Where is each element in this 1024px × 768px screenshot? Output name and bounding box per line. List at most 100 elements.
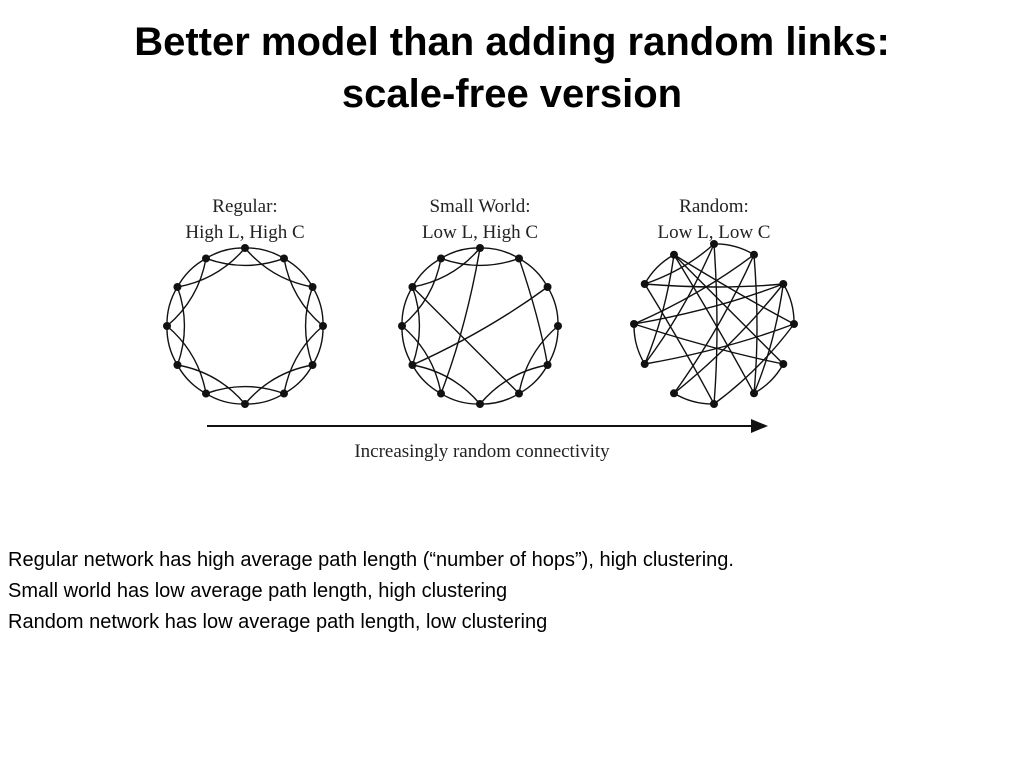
random-network-edge <box>673 392 715 405</box>
regular-network-edge <box>244 364 313 405</box>
random-network-edge <box>713 323 795 405</box>
random-network-edge <box>644 254 675 365</box>
regular-network-edge <box>176 286 186 366</box>
regular-network-edge <box>176 257 207 288</box>
random-network-node <box>670 250 678 259</box>
regular-network-edge <box>244 392 285 405</box>
random-network-edge <box>673 254 795 325</box>
small-world-network-node <box>515 389 523 398</box>
random-network-edge <box>633 254 755 325</box>
random-network-group: Random: Low L, Low C <box>630 196 798 408</box>
regular-network-edge <box>283 257 314 288</box>
random-network-edge <box>782 283 795 325</box>
small-world-network-node <box>543 361 552 369</box>
random-network-edge <box>753 254 758 394</box>
regular-network-node <box>202 254 210 263</box>
small-world-network-node <box>543 283 552 291</box>
small-world-network-edge <box>479 247 520 260</box>
small-world-network-node <box>476 400 484 408</box>
random-network-edge <box>644 243 715 285</box>
small-world-network-node <box>476 244 484 252</box>
regular-network-node <box>202 389 210 398</box>
random-network-node <box>710 400 718 408</box>
arrow-head <box>751 419 768 433</box>
small-world-network-edge <box>546 325 559 366</box>
regular-network-node <box>163 322 171 330</box>
small-world-network-node <box>408 361 417 369</box>
regular-network-edge <box>205 247 246 260</box>
small-world-network-edge <box>411 286 421 366</box>
regular-network-node <box>280 389 288 398</box>
arrow-label: Increasingly random connectivity <box>354 441 610 462</box>
small-world-network-edge <box>412 364 481 405</box>
regular-network-edge <box>244 247 313 288</box>
random-network-edge <box>673 254 755 394</box>
small-world-network-edge <box>412 247 481 288</box>
random-network-edge <box>713 243 755 256</box>
connectivity-arrow <box>207 419 768 433</box>
small-world-network-edge <box>479 364 548 405</box>
regular-network-node <box>308 361 317 369</box>
small-world-network-edge <box>440 257 520 267</box>
small-world-network-graph <box>398 244 562 408</box>
random-network-label: Random: <box>679 196 749 217</box>
small-world-network-edge <box>440 247 481 394</box>
regular-network-edge <box>176 364 207 395</box>
regular-network-node <box>173 283 182 291</box>
random-network-edge <box>673 254 784 365</box>
slide-title-line-2: scale-free version <box>341 72 683 116</box>
random-network-edge <box>644 283 784 288</box>
explanation-line-random: Random network has low average path leng… <box>8 611 548 633</box>
random-network-edge <box>644 283 715 405</box>
random-network-edge <box>753 363 784 394</box>
regular-network-node <box>308 283 317 291</box>
small-world-network-node <box>437 254 445 263</box>
random-network-node <box>750 250 758 259</box>
random-network-node <box>710 240 718 248</box>
regular-network-group: Regular: High L, High C <box>163 196 327 408</box>
regular-network-node <box>173 361 182 369</box>
random-network-node <box>640 280 649 288</box>
small-world-network-edge <box>401 286 414 327</box>
regular-network-edge <box>205 257 285 267</box>
regular-network-edge <box>244 247 285 260</box>
regular-network-sublabel: High L, High C <box>185 222 304 243</box>
random-network-node <box>750 389 758 398</box>
small-world-network-edge <box>440 392 481 405</box>
regular-network-edge <box>283 325 324 394</box>
random-network-node <box>640 360 649 368</box>
regular-network-edge <box>166 286 179 327</box>
regular-network-node <box>280 254 288 263</box>
random-network-edge <box>633 323 784 365</box>
regular-network-edge <box>166 258 207 327</box>
regular-network-edge <box>177 247 246 288</box>
regular-network-node <box>319 322 327 330</box>
small-world-network-edge <box>411 364 442 395</box>
random-network-sublabel: Low L, Low C <box>658 222 771 243</box>
random-network-edge <box>753 283 784 394</box>
slide-title: Better model than adding random links: s… <box>0 16 1024 120</box>
random-network-edge <box>673 283 784 394</box>
regular-network-edge <box>177 364 246 405</box>
small-world-network-node <box>554 322 562 330</box>
small-world-network-sublabel: Low L, High C <box>422 222 538 243</box>
small-world-network-node <box>408 283 417 291</box>
regular-network-node <box>241 244 249 252</box>
regular-network-edge <box>205 392 246 405</box>
random-network-edge <box>644 243 715 365</box>
random-network-node <box>779 360 788 368</box>
random-network-node <box>779 280 788 288</box>
small-world-network-edge <box>412 286 548 366</box>
random-network-edge <box>644 323 795 365</box>
small-world-network-edge <box>546 286 559 327</box>
small-world-network-edge <box>411 257 442 288</box>
regular-network-edge <box>311 286 324 327</box>
regular-network-graph <box>163 244 327 408</box>
random-network-graph <box>630 240 798 408</box>
small-world-network-edge <box>518 364 549 395</box>
small-world-network-node <box>515 254 523 263</box>
small-world-network-edge <box>401 325 414 366</box>
small-world-network-edge <box>401 258 442 327</box>
small-world-network-edge <box>518 258 549 366</box>
regular-network-edge <box>304 286 314 366</box>
